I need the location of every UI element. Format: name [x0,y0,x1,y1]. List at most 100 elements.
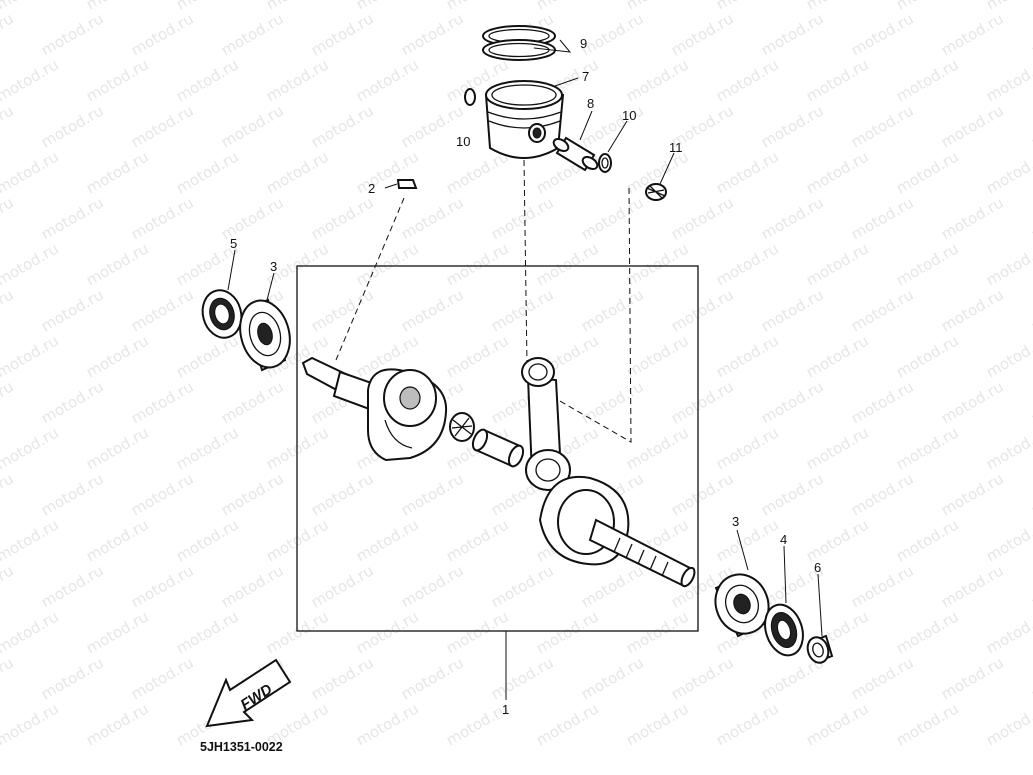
watermark-text: motod.ru [1028,469,1033,519]
watermark-text: motod.ru [353,607,422,657]
watermark-text: motod.ru [533,239,602,289]
watermark-text: motod.ru [893,699,962,749]
callout-1: 1 [502,702,509,717]
watermark-text: motod.ru [623,331,692,381]
watermark-text: motod.ru [893,55,962,105]
watermark-text: motod.ru [668,377,737,427]
watermark-text: motod.ru [0,699,62,749]
watermark-text: motod.ru [893,147,962,197]
watermark-text: motod.ru [983,699,1033,749]
watermark-text: motod.ru [848,377,917,427]
watermark-text: motod.ru [0,0,62,13]
watermark-text: motod.ru [1028,285,1033,335]
watermark-text: motod.ru [128,653,197,703]
watermark-text: motod.ru [893,607,962,657]
watermark-text: motod.ru [578,377,647,427]
watermark-text: motod.ru [803,331,872,381]
piston-pin-clip-left [464,88,476,106]
watermark-text: motod.ru [938,377,1007,427]
watermark-text: motod.ru [173,331,242,381]
watermark-text: motod.ru [983,423,1033,473]
crank-pin-bearing [449,412,475,442]
watermark-text: motod.ru [83,423,152,473]
watermark-text: motod.ru [713,55,782,105]
watermark-text: motod.ru [803,699,872,749]
callout-4: 4 [780,532,787,547]
crank-bearing-left [239,298,291,372]
watermark-text: motod.ru [1028,101,1033,151]
watermark-text: motod.ru [893,239,962,289]
watermark-text: motod.ru [713,699,782,749]
watermark-text: motod.ru [83,699,152,749]
watermark-text: motod.ru [0,469,17,519]
watermark-text: motod.ru [443,607,512,657]
watermark-text: motod.ru [443,515,512,565]
watermark-text: motod.ru [308,285,377,335]
watermark-text: motod.ru [668,653,737,703]
callout-10-right: 10 [622,108,636,123]
callout-10-left: 10 [456,134,470,149]
watermark-text: motod.ru [893,331,962,381]
callout-9: 9 [580,36,587,51]
watermark-text: motod.ru [938,285,1007,335]
watermark-text: motod.ru [623,699,692,749]
watermark-text: motod.ru [218,561,287,611]
watermark-text: motod.ru [0,423,62,473]
watermark-text: motod.ru [0,101,17,151]
watermark-text: motod.ru [83,55,152,105]
diagram-code: 5JH1351-0022 [200,740,283,754]
watermark-text: motod.ru [938,101,1007,151]
watermark-text: motod.ru [668,285,737,335]
watermark-text: motod.ru [83,147,152,197]
watermark-text: motod.ru [848,653,917,703]
watermark-text: motod.ru [533,607,602,657]
watermark-text: motod.ru [938,561,1007,611]
watermark-text: motod.ru [893,515,962,565]
callout-3-left: 3 [270,259,277,274]
piston-pin-clip-right [598,153,612,173]
watermark-text: motod.ru [443,331,512,381]
watermark-text: motod.ru [128,193,197,243]
callout-7: 7 [582,69,589,84]
callout-5: 5 [230,236,237,251]
watermark-text: motod.ru [398,285,467,335]
watermark-text: motod.ru [173,423,242,473]
watermark-text: motod.ru [128,285,197,335]
watermark-text: motod.ru [578,193,647,243]
watermark-text: motod.ru [218,377,287,427]
watermark-text: motod.ru [713,423,782,473]
watermark-text: motod.ru [38,561,107,611]
watermark-text: motod.ru [488,285,557,335]
watermark-text: motod.ru [38,193,107,243]
watermark-text: motod.ru [353,515,422,565]
watermark-text: motod.ru [38,377,107,427]
watermark-text: motod.ru [0,515,62,565]
dash-line-piston [523,159,528,365]
watermark-text: motod.ru [488,653,557,703]
watermark-text: motod.ru [128,377,197,427]
watermark-text: motod.ru [758,285,827,335]
watermark-text: motod.ru [578,9,647,59]
watermark-text: motod.ru [0,331,62,381]
watermark-text: motod.ru [488,193,557,243]
watermark-text: motod.ru [848,9,917,59]
watermark-text: motod.ru [533,699,602,749]
watermark-text: motod.ru [263,147,332,197]
piston-pin [552,136,599,172]
watermark-text: motod.ru [803,515,872,565]
watermark-text: motod.ru [848,469,917,519]
watermark-text: motod.ru [173,515,242,565]
watermark-text: motod.ru [983,0,1033,13]
watermark-text: motod.ru [353,239,422,289]
watermark-text: motod.ru [623,607,692,657]
watermark-text: motod.ru [803,239,872,289]
watermark-text: motod.ru [218,193,287,243]
leader-lines [227,39,823,637]
watermark-text: motod.ru [173,147,242,197]
watermark-text: motod.ru [83,607,152,657]
watermark-text: motod.ru [173,55,242,105]
callout-6: 6 [814,560,821,575]
watermark-text: motod.ru [38,653,107,703]
